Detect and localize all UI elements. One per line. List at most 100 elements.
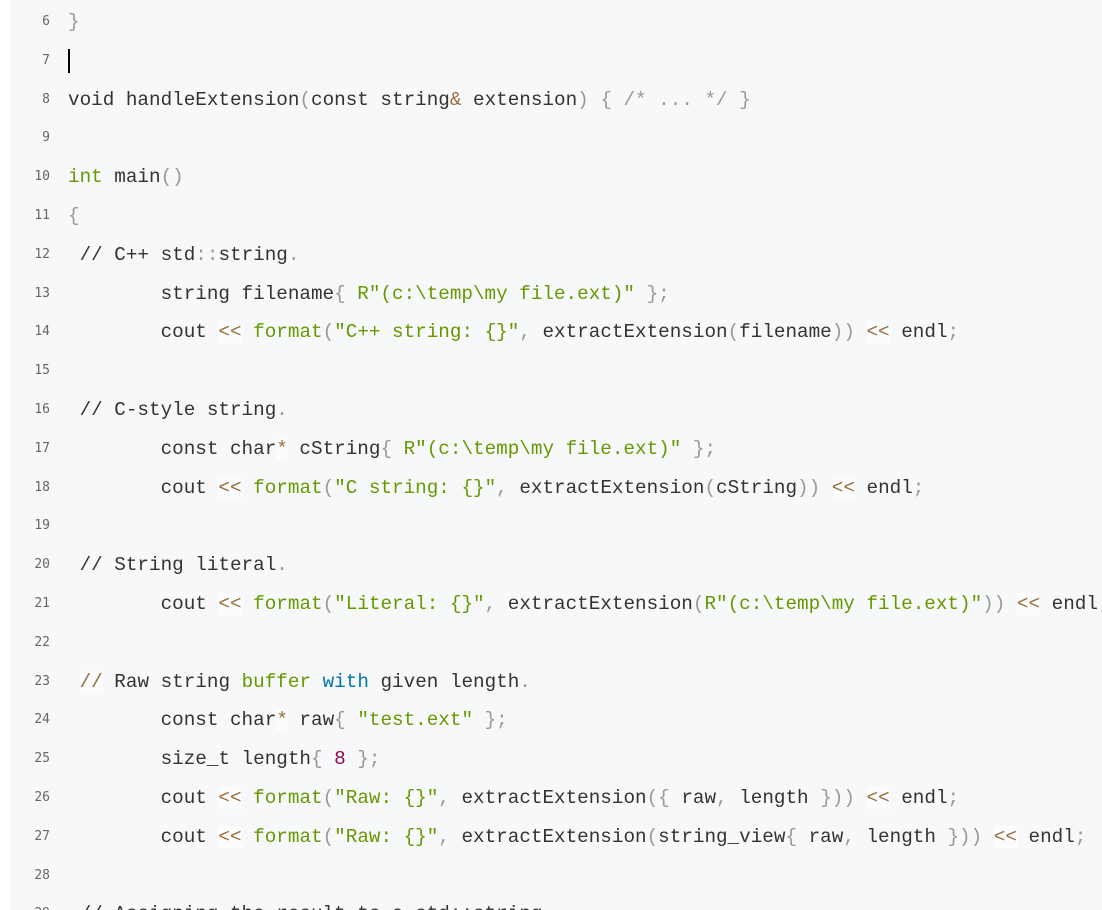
code-token: "test.ext" xyxy=(357,709,474,732)
code-token: ( xyxy=(322,476,335,499)
line-source: // C++ std::string. xyxy=(68,236,300,275)
code-token: with xyxy=(322,670,369,693)
code-token: << xyxy=(218,592,242,615)
line-number: 8 xyxy=(42,91,50,107)
line-number: 24 xyxy=(34,712,50,728)
code-token: { xyxy=(310,748,323,771)
code-token: cString xyxy=(287,437,381,460)
code-token: const char xyxy=(68,709,277,732)
code-token xyxy=(855,787,867,809)
code-token: extractExtension xyxy=(496,592,693,615)
code-token: raw xyxy=(669,786,717,809)
code-token: cout xyxy=(68,321,219,344)
code-token: }; xyxy=(484,709,508,732)
code-token xyxy=(392,438,404,460)
code-token xyxy=(346,709,358,731)
code-token: "C++ string: {}" xyxy=(334,321,520,344)
code-token xyxy=(589,89,601,111)
code-token: endl xyxy=(854,476,913,499)
code-token: 8 xyxy=(334,748,346,771)
code-token: // C-style string xyxy=(68,398,277,421)
code-token: ; xyxy=(947,786,960,809)
code-token: buffer xyxy=(241,670,312,693)
code-token: cout xyxy=(68,786,219,809)
code-token: raw xyxy=(797,825,844,848)
code-token xyxy=(612,89,624,111)
code-token: // C++ std xyxy=(68,243,196,266)
line-source: const char* raw{ "test.ext" }; xyxy=(68,701,508,740)
code-token: * xyxy=(276,709,288,732)
code-token: ( xyxy=(646,825,659,848)
line-source: cout << format("Raw: {}", extractExtensi… xyxy=(68,818,1086,857)
line-number: 16 xyxy=(34,401,50,417)
code-token: extractExtension xyxy=(449,825,647,848)
code-token: cString xyxy=(716,476,798,499)
code-token: << xyxy=(1016,592,1041,615)
code-token: << xyxy=(866,786,890,809)
code-token: ( xyxy=(299,88,311,111)
code-token: << xyxy=(218,825,242,848)
code-token: << xyxy=(218,476,242,499)
line-source: string filename{ R"(c:\temp\my file.ext)… xyxy=(68,275,670,314)
code-token xyxy=(1005,593,1017,615)
code-token: R"(c:\temp\my file.ext)" xyxy=(357,282,635,305)
line-source: // C-style string. xyxy=(68,391,288,430)
code-token: given length xyxy=(368,670,520,693)
code-token: void handleExtension xyxy=(68,88,300,111)
code-token: filename xyxy=(739,321,832,344)
line-number: 6 xyxy=(42,14,50,29)
code-token: format xyxy=(253,321,323,344)
code-token: string xyxy=(218,243,288,266)
code-token: })) xyxy=(820,786,855,809)
code-token: const string xyxy=(311,88,450,111)
code-token: , xyxy=(496,476,508,499)
code-token xyxy=(635,283,647,305)
code-token: extension xyxy=(461,88,578,111)
code-token: , xyxy=(843,825,855,848)
code-token: }; xyxy=(646,282,670,305)
line-source: const char* cString{ R"(c:\temp\my file.… xyxy=(68,430,716,469)
line-source: void handleExtension(const string& exten… xyxy=(68,81,751,120)
line-number: 25 xyxy=(34,751,50,767)
code-token: ( xyxy=(322,825,335,848)
code-token: cout xyxy=(68,825,219,848)
line-source: // String literal. xyxy=(68,546,288,585)
code-token: . xyxy=(519,670,531,693)
code-token: , xyxy=(438,786,450,809)
code-token: . xyxy=(276,398,288,421)
code-token: << xyxy=(218,321,242,344)
code-token: . xyxy=(287,243,300,266)
code-token: { xyxy=(380,437,393,460)
code-token: // Assigning the result to a std::string xyxy=(68,903,543,910)
line-number: 9 xyxy=(42,130,50,146)
code-token: raw xyxy=(287,709,335,732)
code-token xyxy=(242,321,254,343)
code-token: extractExtension xyxy=(449,786,647,809)
line-source: } xyxy=(68,3,80,42)
code-token: , xyxy=(438,825,450,848)
line-number: 20 xyxy=(34,557,50,573)
line-source: cout << format("C string: {}", extractEx… xyxy=(68,469,924,508)
code-token: ( xyxy=(322,786,335,809)
code-token: & xyxy=(449,88,462,111)
text-cursor xyxy=(68,48,70,73)
code-token xyxy=(681,438,693,460)
code-token: size_t length xyxy=(68,748,311,771)
code-token: } xyxy=(739,88,751,111)
code-token: cout xyxy=(68,592,219,615)
line-source: // Assigning the result to a std::string xyxy=(68,895,543,910)
code-token: { xyxy=(68,204,80,227)
line-number: 7 xyxy=(42,52,50,68)
code-token: R"(c:\temp\my file.ext)" xyxy=(403,437,682,460)
code-token xyxy=(242,826,254,848)
code-token: // String literal xyxy=(68,554,277,577)
code-token: endl xyxy=(889,321,948,344)
line-number: 19 xyxy=(34,518,50,534)
line-number: 11 xyxy=(34,207,50,223)
code-token xyxy=(242,593,254,615)
code-token: ) xyxy=(577,88,589,111)
code-token: string_view xyxy=(658,825,786,848)
line-number: 17 xyxy=(34,440,50,456)
line-source: cout << format("Literal: {}", extractExt… xyxy=(68,585,1102,624)
